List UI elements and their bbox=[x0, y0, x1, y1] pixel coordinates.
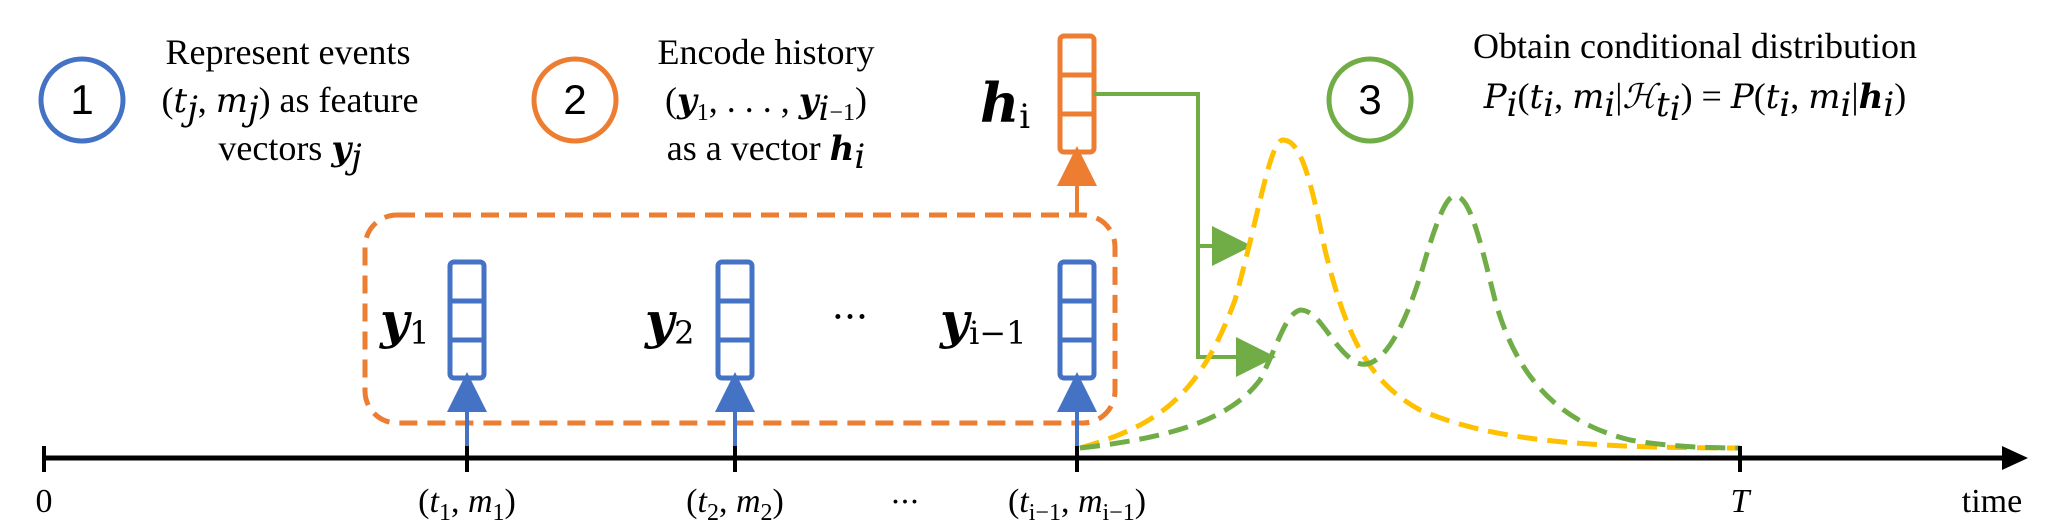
event-i-1-label: (ti−1, mi−1) bbox=[1008, 483, 1146, 526]
step-3-badge bbox=[1326, 56, 1414, 144]
vector-yi-1-box bbox=[1057, 259, 1097, 381]
vector-ellipsis: ··· bbox=[832, 295, 868, 339]
step-2-badge bbox=[531, 56, 619, 144]
step-1-line-3: vectors yj bbox=[218, 128, 362, 177]
vector-y1: y1 bbox=[379, 259, 487, 381]
event-ellipsis: ··· bbox=[891, 485, 920, 520]
yellow-density-curve bbox=[1079, 137, 1741, 451]
vector-y2: y2 bbox=[644, 259, 755, 381]
vector-yi-1-label: yi−1 bbox=[939, 291, 1026, 352]
step-1-number: 1 bbox=[70, 76, 93, 123]
step-2-line-1: Encode history bbox=[658, 32, 875, 72]
vector-hi-label: hi bbox=[980, 71, 1030, 137]
step-1-line-2: (tj, mj) as feature bbox=[162, 80, 419, 129]
step-2-line-2: (y1, . . . , yi−1) bbox=[665, 80, 867, 129]
vector-hi-box bbox=[1057, 33, 1097, 155]
vector-y1-box bbox=[447, 259, 487, 381]
event-1-label: (t1, m1) bbox=[418, 483, 516, 526]
vector-yi-1: yi−1 bbox=[939, 259, 1097, 381]
hi-to-distribution-arrows bbox=[1094, 92, 1276, 377]
step-1-line-1: Represent events bbox=[166, 32, 411, 72]
step-2-number: 2 bbox=[563, 76, 586, 123]
step-3-line-2: Pi(ti, mi|ℋti) = P(ti, mi|hi) bbox=[1483, 76, 1907, 129]
vector-y2-box bbox=[715, 259, 755, 381]
step-3: 3 Obtain conditional distribution Pi(ti,… bbox=[1326, 26, 1917, 144]
event-2-label: (t2, m2) bbox=[686, 483, 784, 526]
axis-end-label: T bbox=[1731, 483, 1752, 520]
encoder-box bbox=[362, 212, 1118, 426]
step-1-badge bbox=[38, 56, 126, 144]
step-2-line-3: as a vector hi bbox=[667, 128, 866, 177]
step-3-number: 3 bbox=[1358, 76, 1381, 123]
axis-start-label: 0 bbox=[36, 483, 53, 520]
green-density-curve bbox=[1079, 193, 1741, 451]
step-1: 1 Represent events (tj, mj) as feature v… bbox=[38, 32, 419, 177]
step-3-line-1: Obtain conditional distribution bbox=[1473, 26, 1917, 66]
vector-hi: hi bbox=[980, 33, 1097, 155]
time-axis bbox=[42, 446, 2028, 472]
axis-time-label: time bbox=[1962, 483, 2022, 520]
vector-y2-label: y2 bbox=[644, 291, 694, 352]
vector-y1-label: y1 bbox=[379, 291, 429, 352]
step-2: 2 Encode history (y1, . . . , yi−1) as a… bbox=[531, 32, 875, 177]
